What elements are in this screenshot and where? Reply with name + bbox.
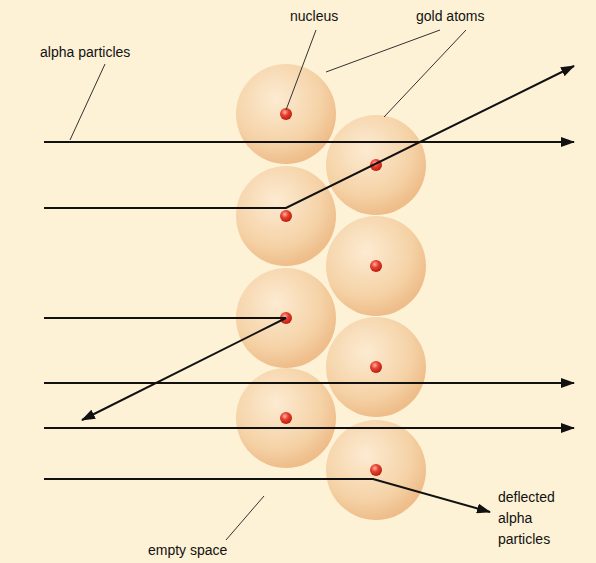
leader-line [286, 30, 316, 110]
nucleus-dot [370, 361, 382, 373]
nucleus-dot [370, 464, 382, 476]
gold-atom [326, 216, 426, 316]
gold-atom [326, 115, 426, 215]
leader-line [326, 30, 440, 72]
deflection-label: deflected alpha particles [498, 487, 570, 550]
alpha-path [44, 141, 574, 143]
gold-atom [236, 64, 336, 164]
leader-line [226, 496, 264, 540]
beam-label: alpha particles [40, 42, 160, 63]
gold-atom [236, 166, 336, 266]
alpha-path [44, 427, 574, 429]
nucleus-label: nucleus [290, 6, 360, 27]
leader-lines [70, 30, 466, 540]
nucleus-dot [370, 260, 382, 272]
gold-atom [326, 420, 426, 520]
part-label: gold atoms [416, 6, 506, 27]
gold-atoms [236, 64, 426, 520]
gold-atom [326, 317, 426, 417]
leader-line [384, 30, 466, 117]
alpha-path [44, 479, 490, 512]
alpha-path [44, 66, 574, 208]
alpha-path [44, 382, 574, 384]
nucleus-dot [280, 210, 292, 222]
region-label: empty space [148, 540, 248, 561]
alpha-paths [44, 66, 574, 512]
alpha-path [44, 318, 286, 420]
leader-line [70, 64, 105, 140]
nucleus-dot [280, 412, 292, 424]
nuclei [280, 108, 382, 476]
